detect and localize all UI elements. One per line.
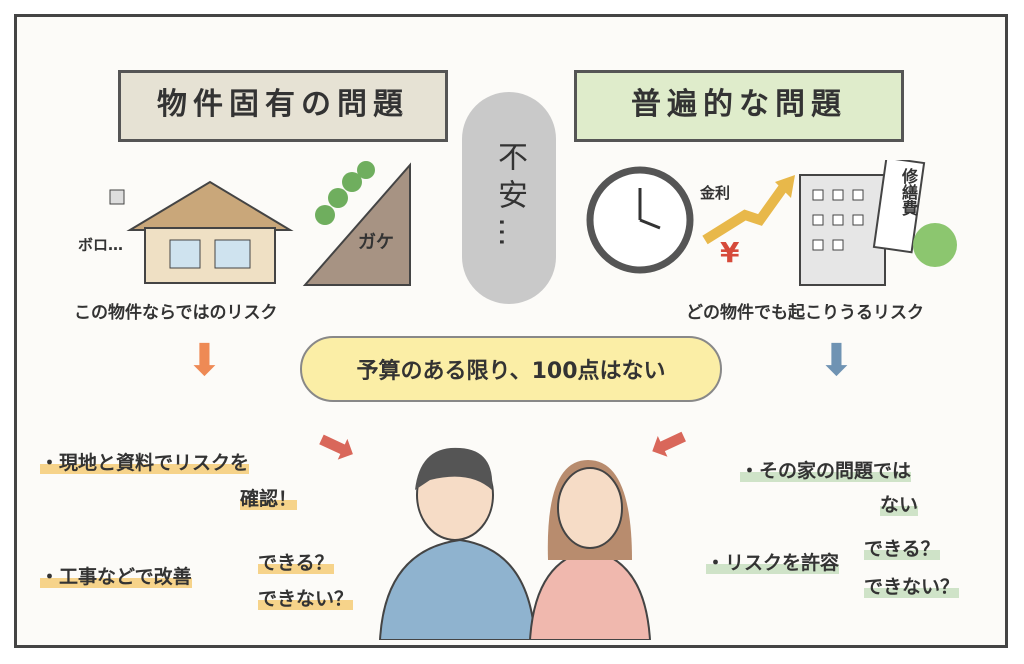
left-note-1-line1: ・現地と資料でリスクを: [40, 452, 250, 474]
right-note-2-line2: できる？: [864, 538, 940, 560]
man-body: [378, 538, 537, 640]
left-caption: この物件ならではのリスク: [74, 303, 278, 323]
man-hair: [415, 447, 493, 490]
woman-body: [528, 548, 652, 640]
cliff: [302, 162, 411, 286]
right-title: 普遍的な問題: [574, 70, 904, 142]
left-title: 物件固有の問題: [118, 70, 448, 142]
couple-illustration: [378, 447, 652, 640]
repair-label: 修繕費: [899, 168, 918, 216]
rising-arrow-icon: [702, 182, 790, 245]
right-caption: どの物件でも起こりうるリスク: [686, 303, 924, 323]
right-note-2-line3: できない？: [864, 576, 960, 598]
house-cliff-illustration: [109, 161, 411, 286]
yen-icon: ¥: [720, 236, 740, 269]
left-down-arrow-icon: ⬇: [186, 335, 223, 386]
left-note-2-line2: できる？: [258, 552, 334, 574]
rate-label: 金利: [700, 184, 731, 202]
left-note-1-line2: 確認！: [240, 488, 298, 510]
clock-building-illustration: [586, 160, 957, 286]
anxiety-bubble: 不安…: [462, 92, 556, 304]
left-note-2-line1: ・工事などで改善: [40, 566, 192, 588]
right-note-2-line1: ・リスクを許容: [706, 552, 840, 574]
left-note-2-line3: できない？: [258, 588, 354, 610]
house-roof: [126, 180, 294, 231]
right-down-arrow-icon: ⬇: [818, 335, 855, 386]
sound-label: ボロ…: [78, 236, 124, 254]
house-wall: [144, 227, 276, 284]
right-note-1-line1: ・その家の問題では: [740, 460, 912, 482]
right-note-1-line2: ない: [880, 494, 919, 516]
cliff-label: ガケ: [358, 232, 394, 253]
woman-face: [557, 467, 623, 549]
budget-banner: 予算のある限り、100点はない: [300, 336, 722, 402]
